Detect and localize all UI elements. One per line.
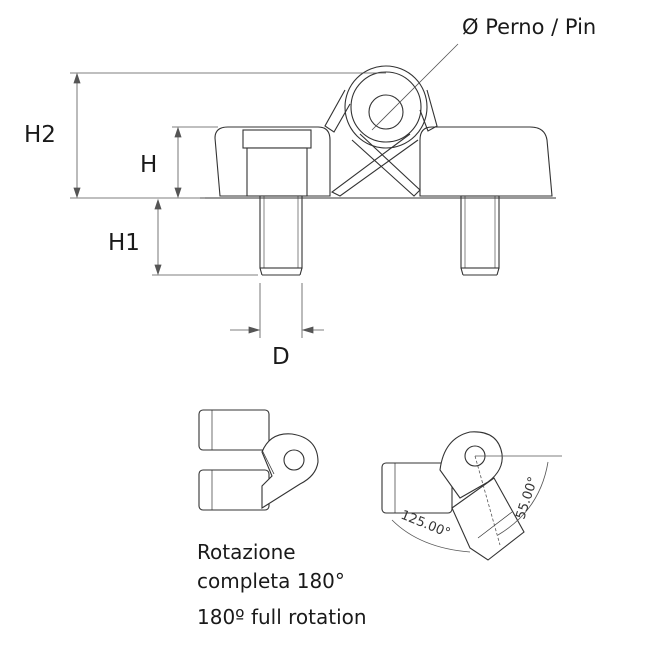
- strap-right: [419, 89, 438, 132]
- dimension-h-label: H: [140, 152, 158, 178]
- left-screw: [242, 129, 312, 276]
- right-wing-block: [419, 126, 553, 197]
- caption-line-1: Rotazione: [197, 540, 296, 564]
- pin-diameter-label: Ø Perno / Pin: [462, 15, 597, 39]
- hinge-open-view: [381, 431, 525, 561]
- angle-label-55: 55.00°: [514, 475, 542, 521]
- closed-knuckle: [261, 433, 319, 509]
- dimension-h2-label: H2: [24, 122, 56, 148]
- hinge-closed-view: [198, 409, 319, 511]
- dimension-d-label: D: [272, 344, 290, 370]
- angle-dimensions: [391, 455, 562, 553]
- strap-cross-a: [351, 133, 421, 197]
- closed-pin-hole: [283, 449, 305, 471]
- strap-left: [324, 89, 351, 133]
- caption-line-2: completa 180°: [197, 569, 345, 593]
- hinge-front-view: [200, 65, 556, 276]
- pin-hole: [368, 94, 404, 130]
- closed-lower-leaf: [198, 469, 270, 511]
- dimension-h1-label: H1: [108, 230, 140, 256]
- open-fixed-leaf: [381, 462, 453, 514]
- strap-cross-b: [330, 133, 419, 197]
- caption-line-3: 180º full rotation: [197, 605, 367, 629]
- dimension-lines: [70, 43, 459, 338]
- hinge-knuckle: [344, 65, 428, 149]
- open-rotated-leaf: [451, 477, 525, 561]
- knuckle-inner-ring: [350, 71, 422, 143]
- right-screw: [460, 195, 500, 276]
- closed-upper-leaf: [198, 409, 270, 451]
